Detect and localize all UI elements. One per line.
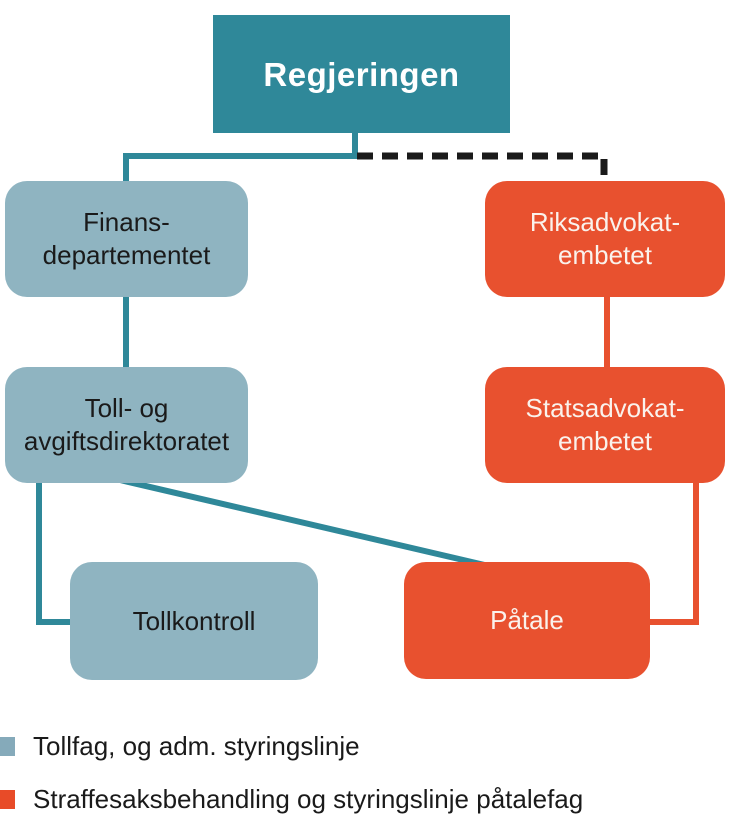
node-finansdepartementet: Finans- departementet — [5, 181, 248, 297]
connector-statsadvokatembetet-patale — [646, 478, 699, 625]
node-statsadvokatembetet-label-line2: embetet — [558, 426, 652, 456]
node-tollkontroll: Tollkontroll — [70, 562, 318, 680]
legend-item-straffesaksbehandling: Straffesaksbehandling og styringslinje p… — [0, 784, 583, 814]
connector-tollogavgiftsdirektoratet-patale — [119, 477, 490, 569]
legend-swatch-blue-icon — [0, 736, 15, 756]
legend-label-tollfag: Tollfag, og adm. styringslinje — [33, 730, 360, 761]
legend-item-tollfag: Tollfag, og adm. styringslinje — [0, 731, 360, 761]
node-regjeringen: Regjeringen — [213, 15, 510, 133]
node-riksadvokatembetet-label-line1: Riksadvokat- — [529, 207, 681, 237]
node-riksadvokatembetet-label-line2: embetet — [558, 240, 652, 270]
node-tollkontroll-label: Tollkontroll — [132, 605, 256, 636]
node-riksadvokatembetet: Riksadvokat- embetet — [485, 181, 725, 297]
node-toll-og-avgiftsdirektoratet-label-line2: avgiftsdirektoratet — [23, 426, 230, 456]
node-patale: Påtale — [404, 562, 650, 679]
node-statsadvokatembetet-label-line1: Statsadvokat- — [525, 393, 685, 423]
node-toll-og-avgiftsdirektoratet: Toll- og avgiftsdirektoratet — [5, 367, 248, 483]
node-finansdepartementet-label-line2: departementet — [42, 240, 211, 270]
connector-regjeringen-finansdepartementet — [123, 130, 358, 186]
node-regjeringen-label: Regjeringen — [263, 55, 460, 93]
node-toll-og-avgiftsdirektoratet-label-line1: Toll- og — [84, 393, 169, 423]
legend-label-straffesaksbehandling: Straffesaksbehandling og styringslinje p… — [33, 783, 584, 814]
node-statsadvokatembetet: Statsadvokat- embetet — [485, 367, 725, 483]
node-finansdepartementet-label-line1: Finans- — [83, 207, 170, 237]
node-patale-label: Påtale — [490, 605, 564, 635]
connector-regjeringen-riksadvokatembetet-dashed — [357, 152, 608, 184]
legend-swatch-orange-icon — [0, 789, 15, 809]
connector-tollogavgiftsdirektoratet-tollkontroll — [36, 478, 74, 625]
